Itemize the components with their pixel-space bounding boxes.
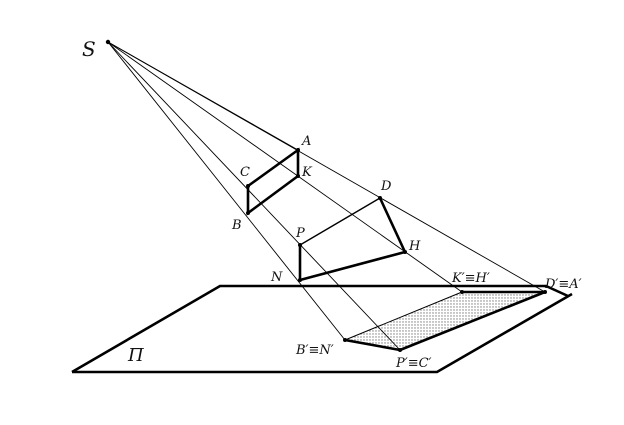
- parallelogram-abck: [246, 147, 300, 216]
- label-d-a-prime: D′≡A′: [544, 277, 582, 292]
- label-b-n-prime: B′≡N′: [295, 343, 334, 358]
- label-p-c-prime: P′≡C′: [395, 356, 432, 371]
- label-s: S: [82, 37, 96, 61]
- label-d: D: [380, 179, 392, 194]
- projected-edges: [344, 290, 546, 352]
- quadrilateral-pdhn: [298, 197, 407, 282]
- label-k-h-prime: K′≡H′: [451, 271, 490, 286]
- projected-quadrilateral: [345, 292, 545, 350]
- plane-pi: [71, 284, 573, 374]
- projected-edge-thin: [344, 291, 463, 341]
- label-k: K: [301, 165, 313, 180]
- vertex-points: [105, 39, 547, 352]
- label-p: P: [295, 226, 305, 241]
- label-n: N: [270, 270, 283, 285]
- label-a: A: [301, 134, 311, 149]
- label-c: C: [240, 165, 250, 180]
- label-h: H: [408, 239, 421, 254]
- label-plane: Π: [127, 345, 144, 366]
- label-b: B: [231, 218, 242, 233]
